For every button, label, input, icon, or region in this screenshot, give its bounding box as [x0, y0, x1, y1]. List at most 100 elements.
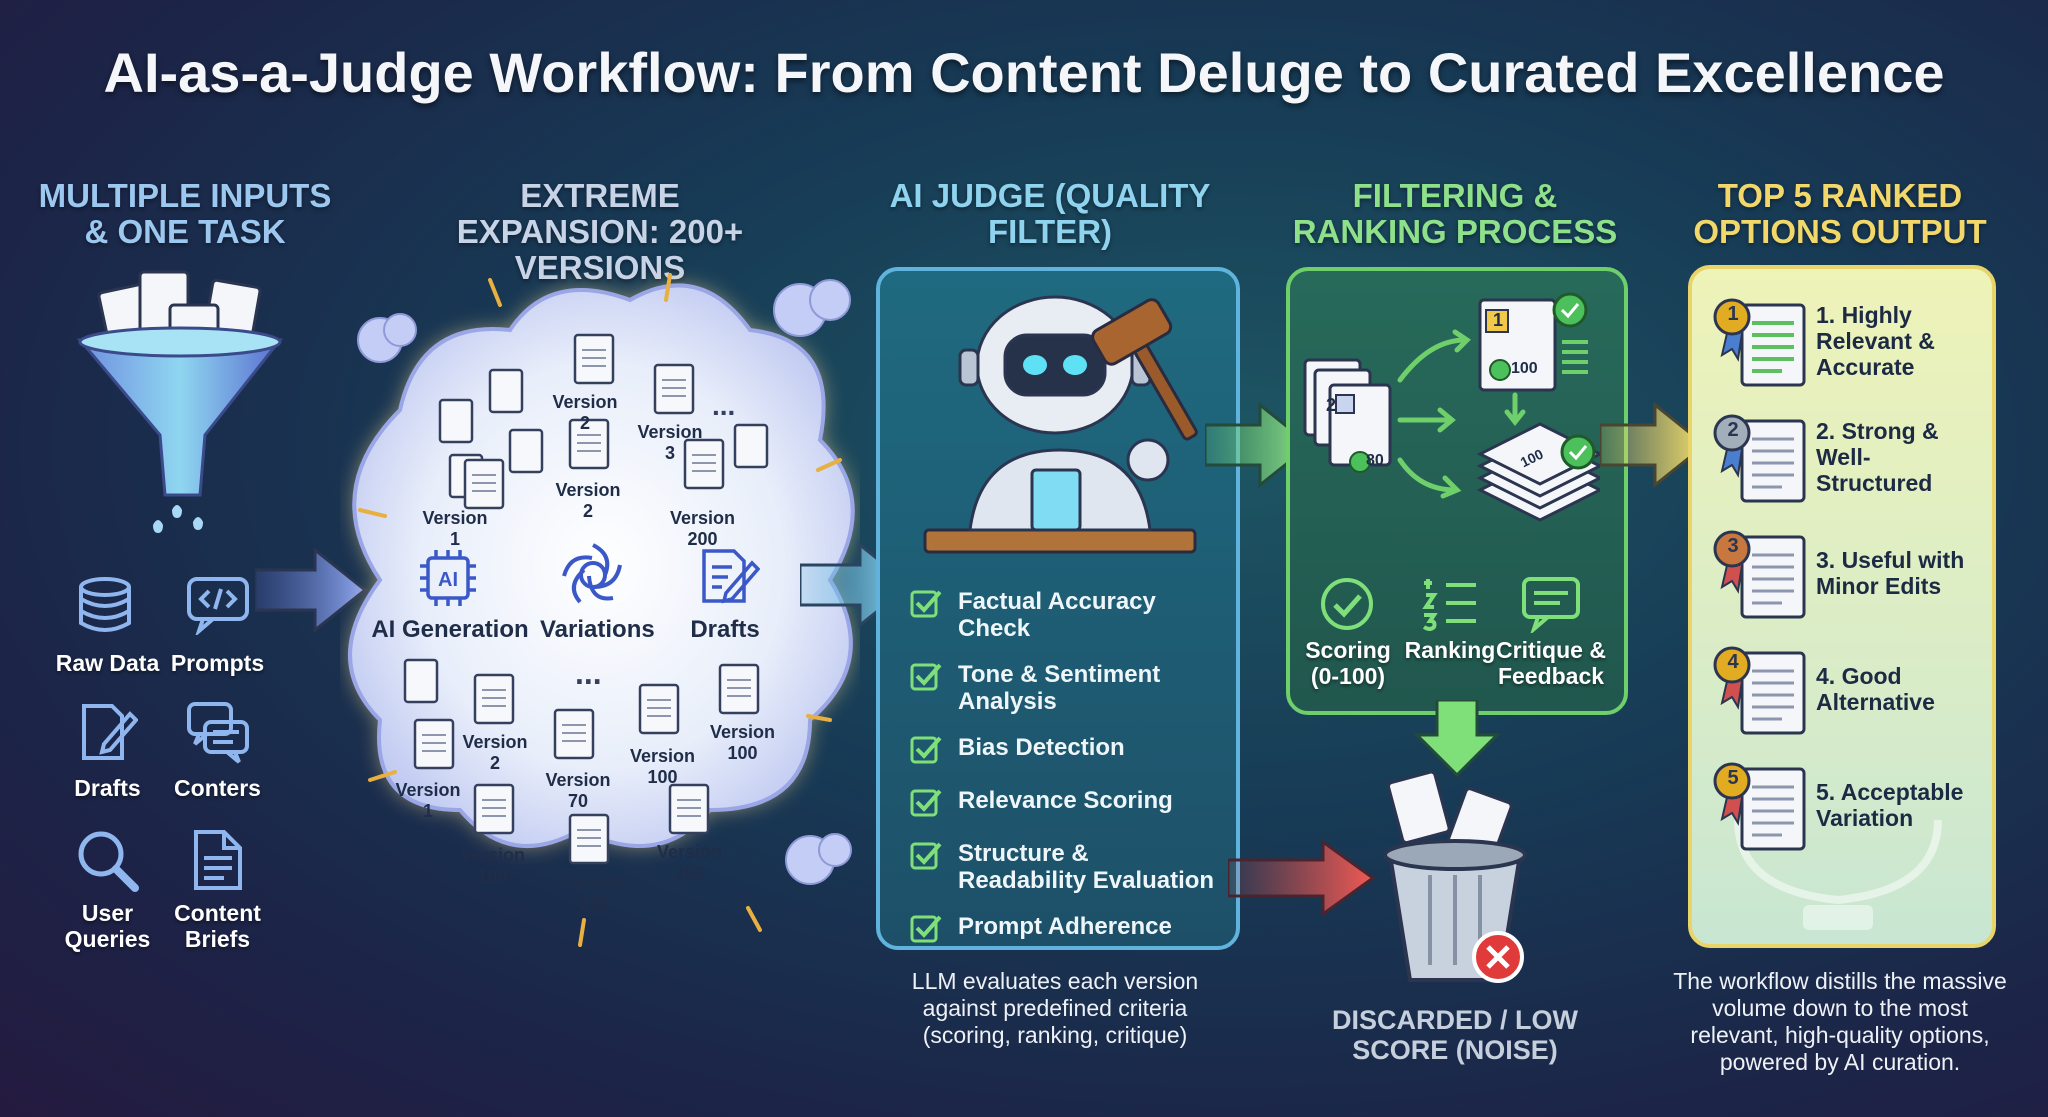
cloud-doc-label: Version 3	[637, 422, 703, 463]
medal-doc-icon	[1713, 414, 1806, 503]
ranked-option-label: 3. Useful with Minor Edits	[1816, 547, 1965, 599]
criterion-label: Relevance Scoring	[958, 787, 1173, 814]
ranked-option-label: 4. Good Alternative	[1816, 663, 1935, 715]
trophy-silhouette	[1734, 820, 1942, 930]
cloud-doc-label: Version 100	[709, 722, 776, 763]
criterion-label: Bias Detection	[958, 734, 1125, 761]
cloud-doc-label: Version 200	[669, 508, 736, 549]
criterion-label: Tone & Sentiment Analysis	[958, 661, 1161, 715]
checkbox-check-icon	[910, 663, 942, 691]
step-label-critique: Critique & Feedback	[1496, 637, 1606, 689]
filter-doc-score: 80	[1366, 452, 1384, 469]
cloud-doc-label: Version 200	[656, 842, 723, 883]
cloud-doc-label: Version 2	[555, 480, 621, 521]
criterion-label: Structure & Readability Evaluation	[958, 840, 1215, 894]
ranked-option: 3. Useful with Minor Edits	[1710, 525, 1980, 621]
cloud-doc-label: Version 100	[629, 746, 696, 787]
filter-doc-rank: 2	[1326, 395, 1337, 415]
chat-bubbles-icon	[187, 702, 249, 764]
filter-column-title: FILTERING & RANKING PROCESS	[1292, 177, 1618, 250]
pencil-doc-icon	[82, 704, 138, 760]
expansion-column-title: EXTREME EXPANSION: 200+ VERSIONS	[456, 177, 744, 286]
cloud-label-variations: Variations	[540, 616, 655, 643]
ranked-option: 2. Strong & Well-Structured	[1710, 409, 1980, 505]
input-label-user-queries: User Queries	[64, 900, 151, 952]
medal-doc-icon	[1713, 646, 1806, 735]
input-label-content-briefs: Content Briefs	[174, 900, 261, 952]
criterion-item: Factual Accuracy Check	[910, 588, 1220, 642]
criterion-item: Prompt Adherence	[910, 913, 1220, 943]
medal-number: 4	[1727, 651, 1739, 673]
cloud-documents	[403, 333, 769, 865]
criteria-list: Factual Accuracy Check Tone & Sentiment …	[910, 588, 1220, 943]
medal-doc-icon	[1713, 298, 1806, 387]
medal-number: 1	[1727, 303, 1739, 325]
checkbox-check-icon	[910, 789, 942, 817]
medal-number: 3	[1727, 535, 1739, 557]
criterion-label: Prompt Adherence	[958, 913, 1172, 940]
input-label-raw-data: Raw Data	[55, 650, 160, 676]
medal-number: 2	[1727, 419, 1739, 441]
input-label-drafts: Drafts	[74, 775, 141, 801]
ranking-docs-illustration	[1303, 292, 1600, 522]
filter-doc-score: 100	[1511, 360, 1538, 377]
ai-chip-icon: AI	[420, 550, 476, 606]
swirl-icon	[562, 543, 622, 604]
ranked-option-label: 5. Acceptable Variation	[1816, 779, 1964, 831]
ranked-option-label: 1. Highly Relevant & Accurate	[1816, 302, 1935, 380]
arrow-to-output	[1600, 401, 1708, 489]
cloud-doc-label: Version 1	[422, 508, 488, 549]
output-column-title: TOP 5 RANKED OPTIONS OUTPUT	[1693, 177, 1987, 250]
filter-doc-rank: 1	[1493, 310, 1504, 330]
criterion-item: Tone & Sentiment Analysis	[910, 661, 1220, 715]
cloud-doc-label: Version 2	[462, 732, 528, 773]
magnifier-icon	[78, 831, 139, 892]
step-label-ranking: Ranking	[1404, 637, 1496, 663]
database-icon	[79, 577, 131, 632]
judge-caption: LLM evaluates each version against prede…	[911, 968, 1199, 1048]
checkbox-check-icon	[910, 915, 942, 943]
input-label-conters: Conters	[174, 775, 261, 801]
step-label-scoring: Scoring (0-100)	[1305, 637, 1391, 689]
criterion-item: Structure & Readability Evaluation	[910, 840, 1220, 894]
robot-judge-icon	[923, 295, 1198, 554]
document-icon	[194, 830, 242, 890]
funnel-icon	[76, 270, 284, 533]
medal-doc-icon	[1713, 762, 1806, 851]
judge-column-title: AI JUDGE (QUALITY FILTER)	[889, 177, 1211, 250]
output-caption: The workflow distills the massive volume…	[1673, 968, 2007, 1075]
draft-pen-icon	[702, 549, 760, 604]
ranked-option: 1. Highly Relevant & Accurate	[1710, 293, 1980, 389]
ranked-option: 4. Good Alternative	[1710, 641, 1980, 737]
cloud-ellipsis: ...	[712, 390, 736, 421]
cloud-doc-label: Version 1	[395, 780, 461, 821]
cloud-doc-label: Version 100	[459, 845, 526, 886]
ranked-options-list: 1. Highly Relevant & Accurate 2. Strong …	[1710, 293, 1980, 853]
cloud-ellipsis: ...	[575, 655, 602, 691]
cloud-label-ai-generation: AI Generation	[371, 616, 529, 643]
inputs-column-title: MULTIPLE INPUTS & ONE TASK	[38, 177, 332, 250]
feedback-bubble-icon	[1522, 577, 1580, 633]
cloud-doc-label: Version 200	[561, 872, 628, 913]
trash-can-icon	[1383, 770, 1527, 983]
checkbox-check-icon	[910, 736, 942, 764]
arrow-to-filter	[1205, 401, 1313, 489]
criterion-item: Bias Detection	[910, 734, 1220, 764]
svg-text:AI: AI	[438, 569, 458, 591]
code-chat-icon	[187, 577, 249, 635]
cloud-doc-label: Version 2	[552, 392, 618, 433]
arrow-down-to-discard	[1413, 700, 1501, 778]
medal-doc-icon	[1713, 530, 1806, 619]
ranked-option-label: 2. Strong & Well-Structured	[1816, 418, 1939, 496]
ranking-list-icon	[1422, 579, 1476, 631]
criterion-label: Factual Accuracy Check	[958, 588, 1156, 642]
input-label-prompts: Prompts	[170, 650, 265, 676]
page-title: AI-as-a-Judge Workflow: From Content Del…	[103, 41, 1945, 104]
criterion-item: Relevance Scoring	[910, 787, 1220, 817]
arrow-to-cloud	[255, 546, 368, 634]
cloud-doc-label: Version 70	[545, 770, 611, 811]
checkbox-check-icon	[910, 842, 942, 870]
check-circle-icon	[1321, 578, 1373, 630]
medal-number: 5	[1727, 767, 1739, 789]
cloud-label-drafts: Drafts	[690, 616, 760, 643]
